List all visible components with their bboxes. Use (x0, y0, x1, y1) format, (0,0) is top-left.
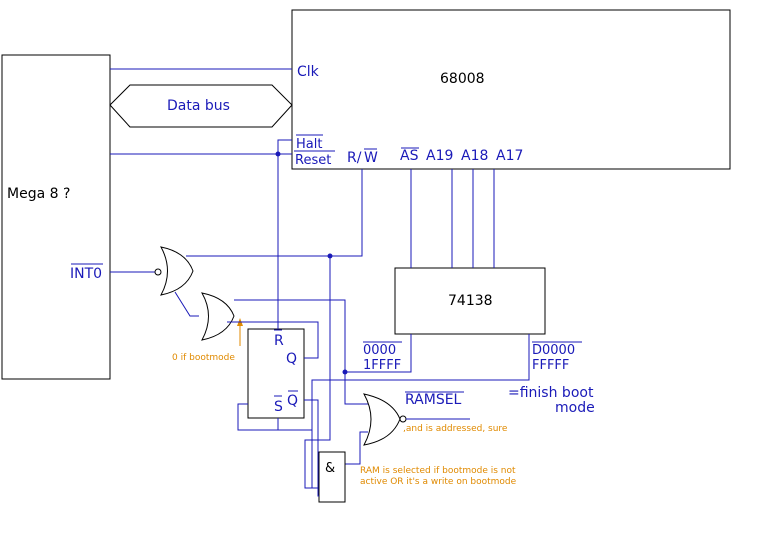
and-gate (318, 451, 346, 503)
a17-pin-label: A17 (496, 148, 523, 164)
and-to-or3-wire (345, 431, 368, 465)
a19-pin-label: A19 (426, 148, 453, 164)
ff-q-label: Q (286, 351, 297, 367)
mcu-mega8-block (1, 54, 111, 380)
ff-qbar-to-and-wire (304, 399, 319, 497)
addressed-note: ,and is addressed, sure (403, 424, 508, 434)
or-gate-1-bubble (154, 268, 162, 276)
ff-s-label: S (274, 399, 283, 415)
or-gate-1 (160, 246, 194, 296)
ff-set-wire (237, 403, 312, 431)
ram-select-note-2: active OR it's a write on bootmode (360, 477, 517, 487)
mcu-label: Mega 8 ? (7, 186, 70, 202)
flipflop-q-to-or2-wire (227, 321, 319, 359)
or-gate-3 (363, 393, 401, 446)
low-range-bottom: 1FFFF (363, 358, 401, 373)
data-bus-arrow (109, 84, 293, 128)
and-gate-symbol: & (325, 461, 335, 476)
high-range-wire (311, 334, 530, 489)
reset-pin-label: Reset (295, 153, 331, 168)
int0-pin-label: INT0 (70, 266, 102, 282)
rw-wire (186, 169, 363, 257)
high-range-bottom: FFFFF (532, 358, 569, 373)
or2-output-wire (234, 299, 346, 378)
a18-pin-label: A18 (461, 148, 488, 164)
as-pin-label: AS (400, 148, 419, 164)
ff-r-label: R (274, 333, 284, 349)
low-range-top: 0000 (363, 343, 396, 358)
or-gate-2 (201, 292, 235, 341)
rs-flipflop-block (247, 328, 305, 419)
finish-boot-label-2: mode (555, 400, 595, 416)
rw-pin-label-w: W (364, 150, 378, 166)
cpu-label: 68008 (440, 71, 485, 87)
rw-to-and-wire (304, 256, 331, 489)
halt-pin-label: Halt (296, 137, 322, 152)
low-range-wire (345, 334, 412, 373)
decoder-label: 74138 (448, 293, 493, 309)
halt-wire (277, 139, 292, 154)
decoder-74138-block (394, 267, 546, 335)
high-range-top: D0000 (532, 343, 575, 358)
ramsel-label: RAMSEL (405, 392, 462, 408)
clk-pin-label: Clk (297, 64, 320, 80)
bootmode-note: 0 if bootmode (172, 353, 235, 363)
ram-select-note-1: RAM is selected if bootmode is not (360, 466, 516, 476)
cpu-68008-block (291, 9, 731, 170)
rw-pin-label-r: R/ (347, 150, 362, 166)
finish-boot-label-1: =finish boot (508, 385, 594, 401)
ff-qbar-label: Q (287, 393, 298, 409)
low-range-to-or3-wire (344, 372, 368, 405)
data-bus-label: Data bus (167, 98, 230, 114)
or-gate-3-bubble (399, 415, 407, 423)
or1-to-or2-wire (174, 291, 199, 317)
